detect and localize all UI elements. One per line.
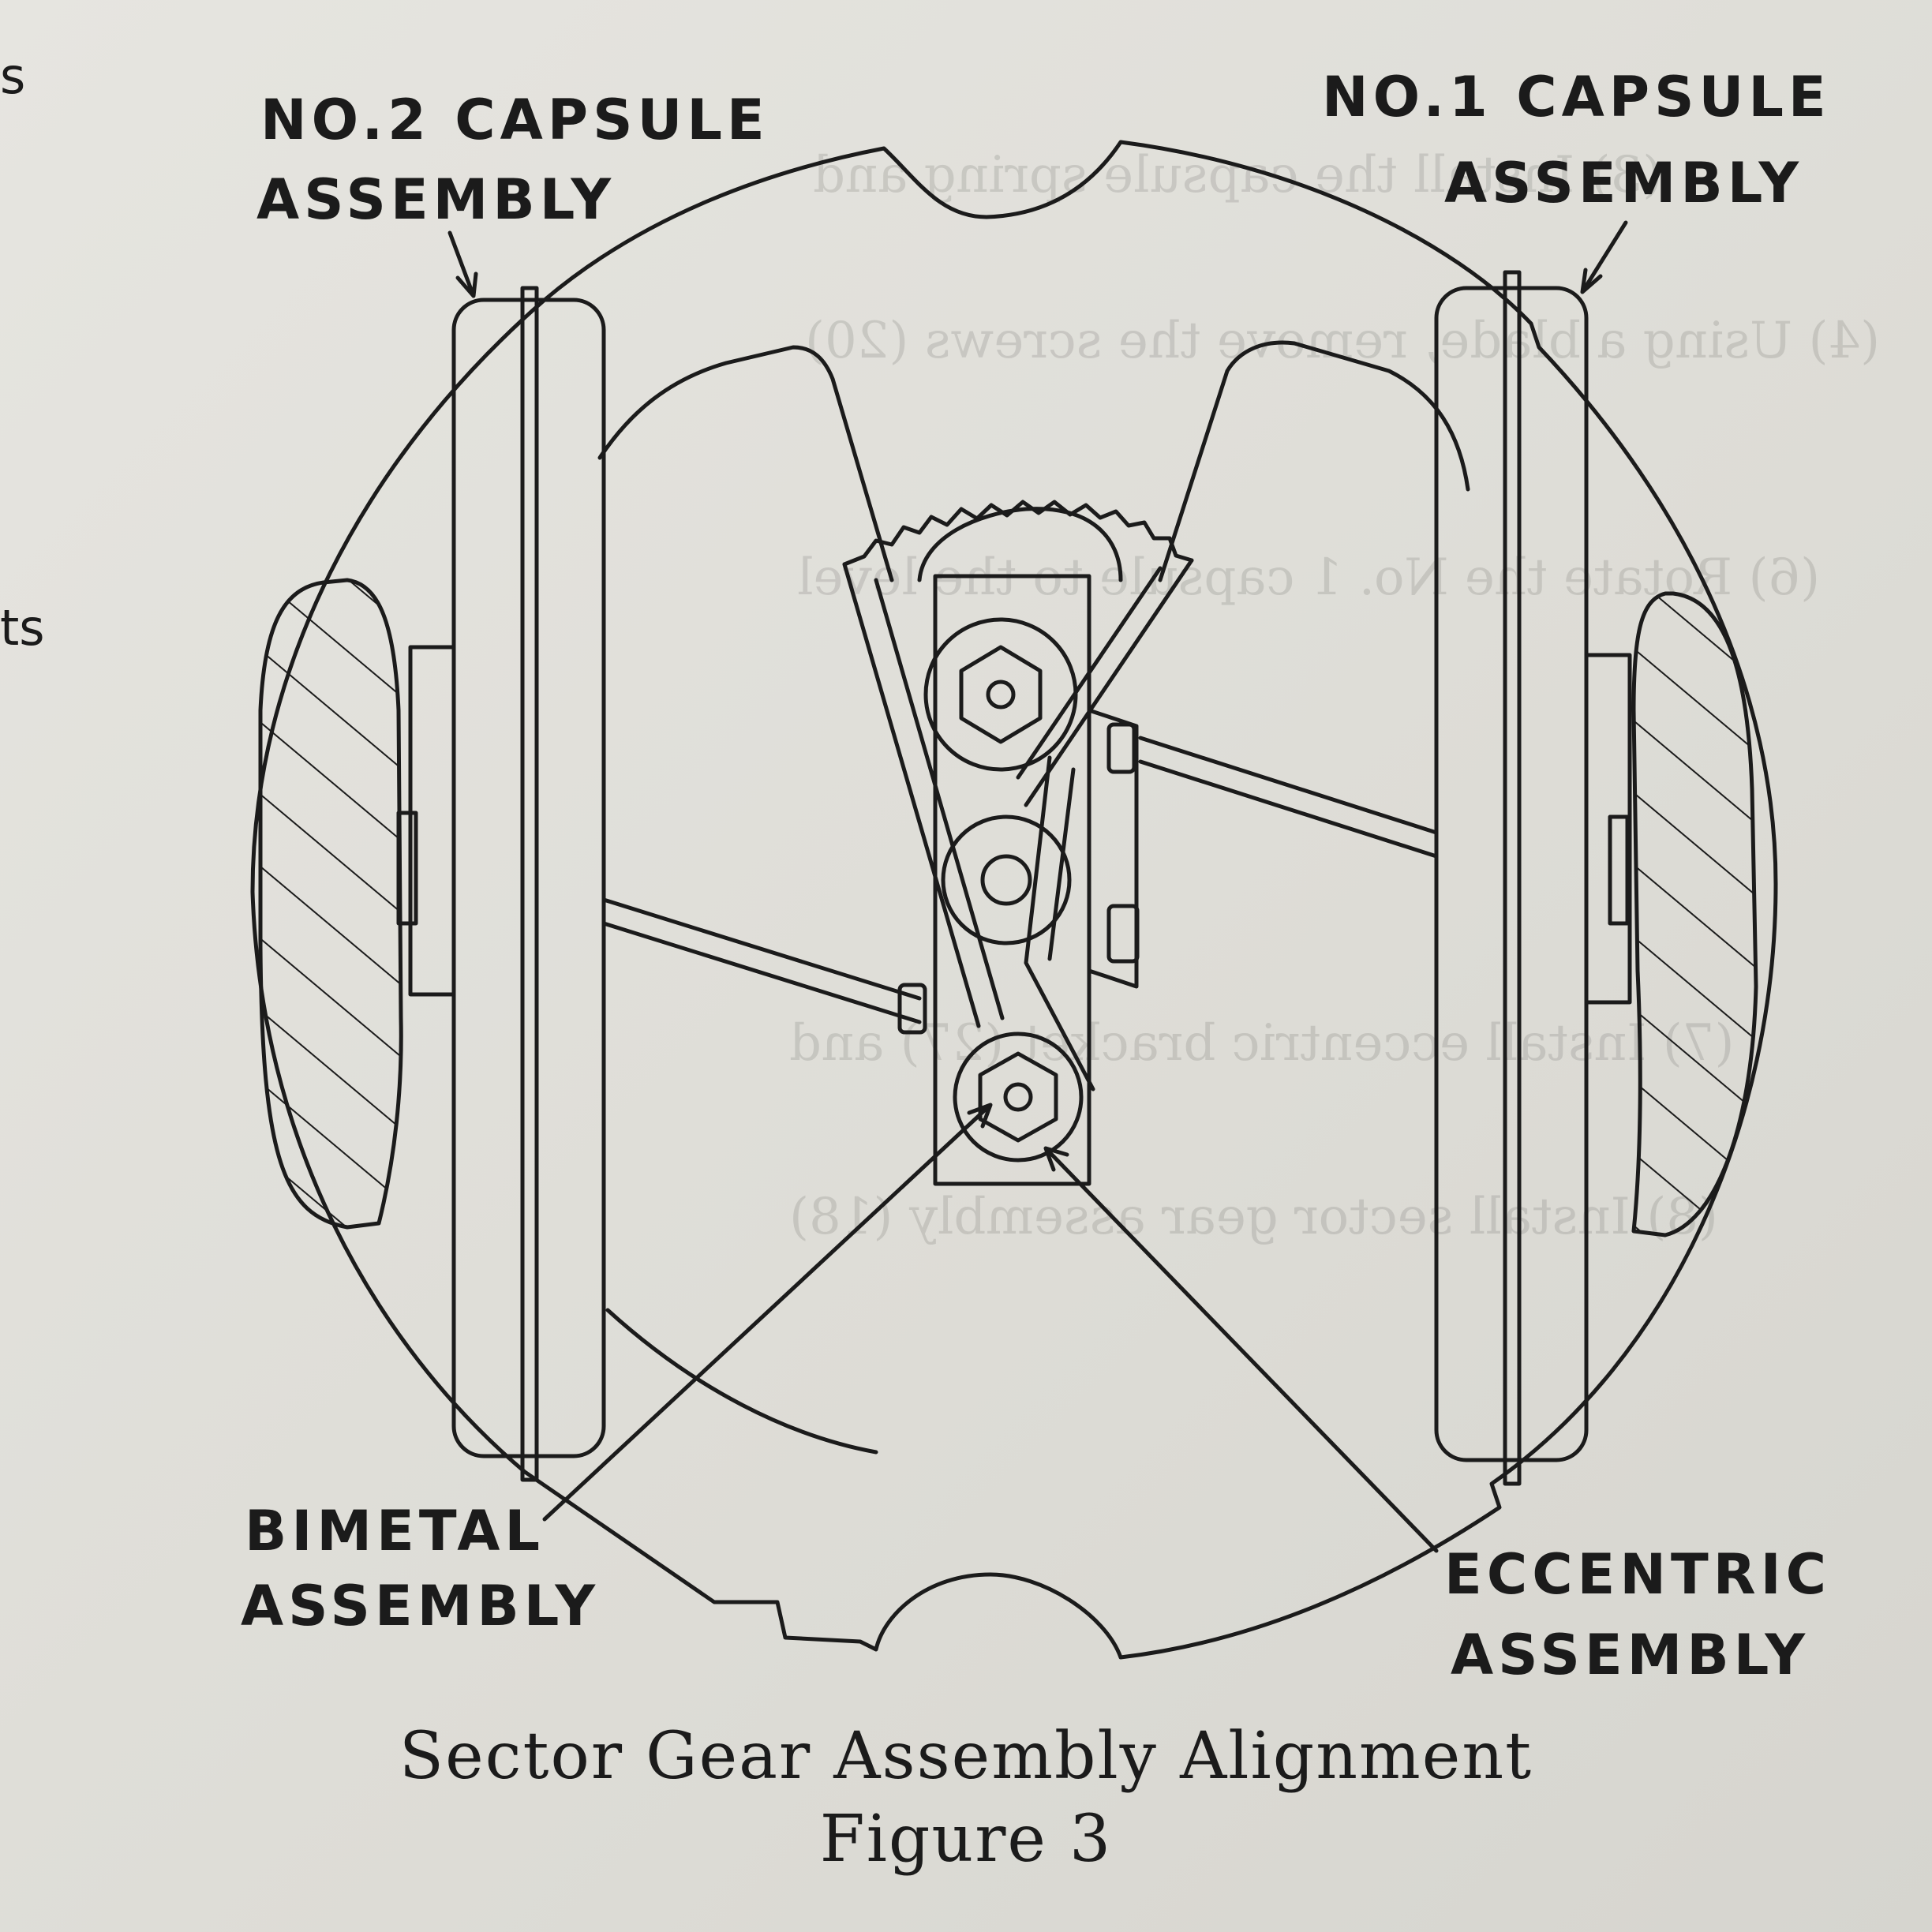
left-rod-end — [897, 983, 927, 1035]
pivot-hole — [980, 854, 1032, 906]
figure-caption-number: Figure 3 — [819, 1802, 1113, 1877]
capsule-2-rim — [520, 286, 539, 1482]
margin-fragment: s — [0, 47, 26, 105]
right-rod-end — [1106, 722, 1136, 774]
capsule-2-label-line2: ASSEMBLY — [256, 167, 616, 232]
bimetal-disc — [953, 1032, 1084, 1163]
upper-eccentric — [923, 617, 1078, 772]
housing-outline — [250, 140, 1778, 1660]
figure-caption-title: Sector Gear Assembly Alignment — [399, 1719, 1533, 1794]
capsule-1-nut — [1608, 814, 1630, 926]
capsule-2-leader — [447, 230, 478, 298]
eccentric-label-line1: ECCENTRIC — [1444, 1542, 1832, 1607]
sector-gear — [842, 500, 1194, 567]
eccentric-label-line2: ASSEMBLY — [1451, 1623, 1810, 1687]
eccentric-leader — [1043, 1146, 1439, 1553]
capsule-1-leader — [1580, 220, 1628, 294]
bracket-stud — [1106, 904, 1140, 964]
pivot-ring — [941, 814, 1072, 945]
upper-nut-hole — [986, 680, 1016, 710]
bimetal-nut — [978, 1051, 1058, 1143]
capsule-1-label-line2: ASSEMBLY — [1444, 151, 1804, 215]
right-counterweight — [1631, 591, 1758, 1237]
upper-nut — [959, 645, 1043, 744]
sector-arms — [842, 507, 1194, 1091]
left-counterweight — [258, 578, 403, 1230]
capsule-1-boss — [1584, 653, 1632, 1005]
capsule-2-label-line1: NO.2 CAPSULE — [260, 88, 769, 152]
capsule-2-boss — [408, 645, 456, 997]
bimetal-label-line2: ASSEMBLY — [241, 1574, 601, 1638]
capsule-2-nut — [396, 811, 418, 926]
mounting-bracket — [933, 574, 1139, 1186]
right-link-rod — [1138, 736, 1439, 859]
bimetal-nut-hole — [1003, 1082, 1033, 1112]
left-link-rod — [601, 897, 922, 1024]
bimetal-leader — [542, 1103, 993, 1522]
capsule-2-body — [451, 298, 606, 1458]
capsule-1-rim — [1503, 270, 1522, 1486]
capsule-1-body — [1434, 286, 1589, 1462]
margin-fragment: ts — [0, 599, 45, 657]
capsule-1-label-line1: NO.1 CAPSULE — [1322, 65, 1831, 129]
inner-aperture — [597, 340, 1470, 1455]
bimetal-label-line1: BIMETAL — [245, 1499, 545, 1563]
